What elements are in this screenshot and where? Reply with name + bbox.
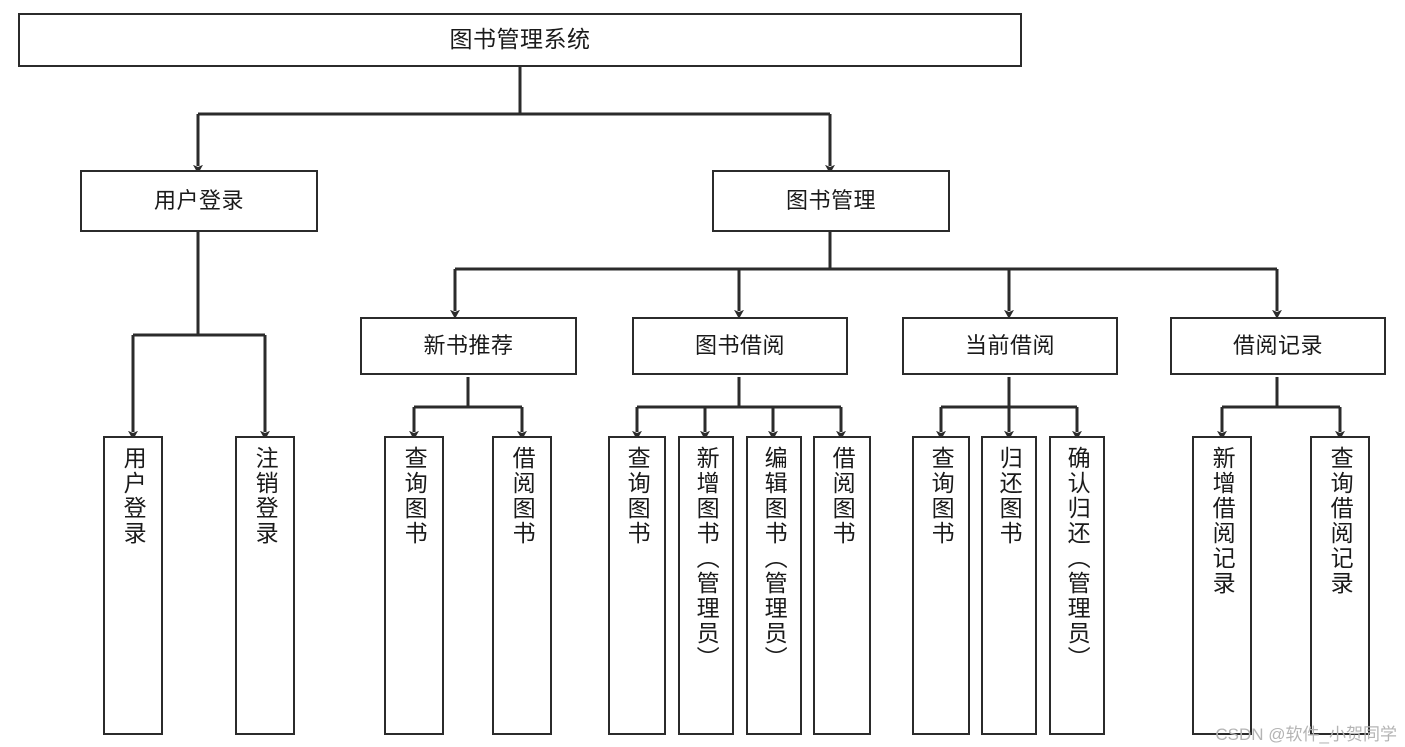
node-label: 确认归还（管理员） — [1064, 446, 1091, 671]
node-book-borrowing[interactable]: 图书借阅 — [632, 317, 848, 375]
node-label: 查询图书 — [928, 446, 955, 546]
node-label: 新增图书（管理员） — [693, 446, 720, 671]
watermark-text: CSDN @软件_小贺同学 — [1215, 725, 1397, 744]
node-label: 用户登录 — [153, 188, 244, 214]
node-label: 查询图书 — [401, 446, 428, 546]
node-label: 新增借阅记录 — [1209, 446, 1236, 596]
leaf-return-book[interactable]: 归还图书 — [981, 436, 1037, 735]
node-label: 编辑图书（管理员） — [761, 446, 788, 671]
leaf-confirm-return-admin[interactable]: 确认归还（管理员） — [1049, 436, 1105, 735]
leaf-edit-book-admin[interactable]: 编辑图书（管理员） — [746, 436, 802, 735]
node-book-management[interactable]: 图书管理 — [712, 170, 950, 232]
node-borrowing-records[interactable]: 借阅记录 — [1170, 317, 1386, 375]
node-label: 借阅记录 — [1232, 333, 1323, 359]
leaf-query-book-current[interactable]: 查询图书 — [912, 436, 970, 735]
node-label: 用户登录 — [120, 446, 147, 546]
leaf-borrow-book[interactable]: 借阅图书 — [813, 436, 871, 735]
leaf-query-borrowing-record[interactable]: 查询借阅记录 — [1310, 436, 1370, 735]
node-label: 查询借阅记录 — [1327, 446, 1354, 596]
node-label: 查询图书 — [624, 446, 651, 546]
leaf-query-book-recommendation[interactable]: 查询图书 — [384, 436, 444, 735]
node-label: 借阅图书 — [829, 446, 856, 546]
node-label: 归还图书 — [996, 446, 1023, 546]
node-label: 当前借阅 — [964, 333, 1055, 359]
node-label: 图书管理系统 — [449, 26, 591, 53]
node-user-login[interactable]: 用户登录 — [80, 170, 318, 232]
leaf-borrow-book-recommendation[interactable]: 借阅图书 — [492, 436, 552, 735]
leaf-user-login[interactable]: 用户登录 — [103, 436, 163, 735]
node-new-book-recommendation[interactable]: 新书推荐 — [360, 317, 577, 375]
leaf-add-borrowing-record[interactable]: 新增借阅记录 — [1192, 436, 1252, 735]
node-label: 图书借阅 — [694, 333, 785, 359]
node-root-book-management-system[interactable]: 图书管理系统 — [18, 13, 1022, 67]
node-label: 借阅图书 — [509, 446, 536, 546]
leaf-query-book-borrowing[interactable]: 查询图书 — [608, 436, 666, 735]
node-label: 注销登录 — [252, 446, 279, 546]
node-current-borrowing[interactable]: 当前借阅 — [902, 317, 1118, 375]
leaf-add-book-admin[interactable]: 新增图书（管理员） — [678, 436, 734, 735]
node-label: 图书管理 — [785, 188, 876, 214]
leaf-logout[interactable]: 注销登录 — [235, 436, 295, 735]
node-label: 新书推荐 — [423, 333, 514, 359]
